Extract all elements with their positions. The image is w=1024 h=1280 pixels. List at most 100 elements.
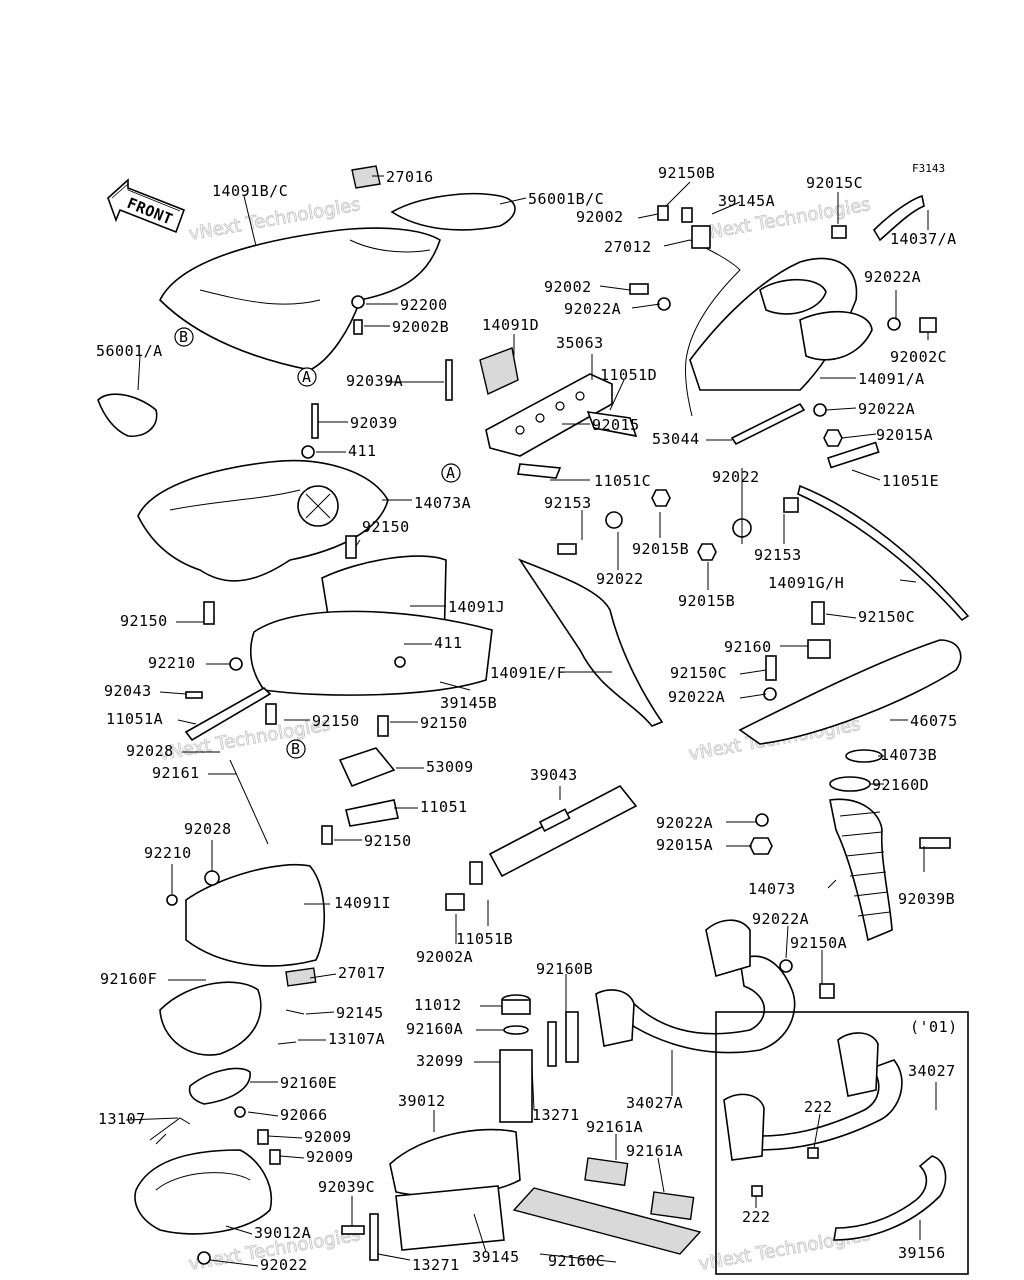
part-label: 92150C	[858, 608, 915, 626]
part-label: 92210	[144, 844, 192, 862]
part-label: 92160B	[536, 960, 593, 978]
part-label: 92210	[148, 654, 196, 672]
part-label: 92039C	[318, 1178, 375, 1196]
callout-a-2: A	[446, 464, 456, 482]
part-label: 92022A	[864, 268, 921, 286]
part-label: 92028	[126, 742, 174, 760]
part-label: 39012	[398, 1092, 446, 1110]
callout-markers: B A A B	[174, 327, 461, 759]
part-label: 92153	[754, 546, 802, 564]
part-label: 92150B	[658, 164, 715, 182]
part-label: 39156	[898, 1244, 946, 1262]
part-label: 39145	[472, 1248, 520, 1266]
part-label: 92022	[596, 570, 644, 588]
part-label: 13271	[412, 1256, 460, 1274]
part-label: 92022A	[752, 910, 809, 928]
part-label: 14073B	[880, 746, 937, 764]
leader-lines	[125, 175, 937, 1267]
part-label: 11051D	[600, 366, 657, 384]
part-label: 11051B	[456, 930, 513, 948]
part-label: 92150	[312, 712, 360, 730]
front-arrow-icon: FRONT	[107, 178, 186, 234]
part-label: 92039B	[898, 890, 955, 908]
year-note: ('01)	[910, 1018, 958, 1036]
part-label: 411	[348, 442, 377, 460]
part-label: 92028	[184, 820, 232, 838]
part-label: 46075	[910, 712, 958, 730]
part-label: 53009	[426, 758, 474, 776]
part-label: 34027	[908, 1062, 956, 1080]
part-label: 92161A	[626, 1142, 683, 1160]
part-label: 56001/A	[96, 342, 163, 360]
part-label: 14091/A	[858, 370, 925, 388]
part-label: 92015	[592, 416, 640, 434]
part-label: 92150A	[790, 934, 847, 952]
part-label: 92039A	[346, 372, 403, 390]
part-label: 92200	[400, 296, 448, 314]
part-label: 32099	[416, 1052, 464, 1070]
part-label: 53044	[652, 430, 700, 448]
part-label: 92022	[712, 468, 760, 486]
callout-a-1: A	[302, 368, 312, 386]
part-label: 56001B/C	[528, 190, 604, 208]
part-label: 92002	[576, 208, 624, 226]
part-label: 39043	[530, 766, 578, 784]
part-label: 92043	[104, 682, 152, 700]
part-label: 35063	[556, 334, 604, 352]
part-label: 14073	[748, 880, 796, 898]
part-label: 13107	[98, 1110, 146, 1128]
part-label: 14037/A	[890, 230, 957, 248]
part-label: 92150	[120, 612, 168, 630]
part-label: 14091I	[334, 894, 391, 912]
part-label: 92145	[336, 1004, 384, 1022]
part-label: 92160E	[280, 1074, 337, 1092]
part-label: 92002	[544, 278, 592, 296]
part-label: 13107A	[328, 1030, 385, 1048]
part-label: 14073A	[414, 494, 471, 512]
part-label: 92160F	[100, 970, 157, 988]
part-label: 92022A	[668, 688, 725, 706]
part-label: 14091G/H	[768, 574, 844, 592]
part-label: 14091E/F	[490, 664, 566, 682]
part-label: 39145A	[718, 192, 775, 210]
part-label: 92161A	[586, 1118, 643, 1136]
part-label: 92022A	[564, 300, 621, 318]
part-label: 92160C	[548, 1252, 605, 1270]
part-label: 92066	[280, 1106, 328, 1124]
part-label: 92009	[306, 1148, 354, 1166]
part-label: 411	[434, 634, 463, 652]
part-label: 92022A	[656, 814, 713, 832]
part-label: 222	[742, 1208, 771, 1226]
callout-b-1: B	[179, 328, 189, 346]
part-label: 92153	[544, 494, 592, 512]
part-label: 39012A	[254, 1224, 311, 1242]
part-label: 92002C	[890, 348, 947, 366]
part-label: 11012	[414, 996, 462, 1014]
part-label: 27012	[604, 238, 652, 256]
part-label: 92150	[362, 518, 410, 536]
hardware-icons	[149, 205, 951, 1265]
part-label: 39145B	[440, 694, 497, 712]
part-label: 92022A	[858, 400, 915, 418]
part-label: 92039	[350, 414, 398, 432]
part-label: 222	[804, 1098, 833, 1116]
part-label: 11051	[420, 798, 468, 816]
part-label: 92150C	[670, 664, 727, 682]
part-label: 27016	[386, 168, 434, 186]
part-label: 11051A	[106, 710, 163, 728]
callout-b-2: B	[291, 740, 301, 758]
part-label: 92150	[420, 714, 468, 732]
figure-code: F3143	[912, 162, 945, 175]
part-label: 92015A	[876, 426, 933, 444]
part-label: 92002A	[416, 948, 473, 966]
part-label: 92015C	[806, 174, 863, 192]
part-label: 92015B	[632, 540, 689, 558]
part-label: 14091D	[482, 316, 539, 334]
part-label: 92160A	[406, 1020, 463, 1038]
part-label: 92009	[304, 1128, 352, 1146]
part-label: 14091J	[448, 598, 505, 616]
part-label: 34027A	[626, 1094, 683, 1112]
part-label: 92160D	[872, 776, 929, 794]
part-label: 92002B	[392, 318, 449, 336]
